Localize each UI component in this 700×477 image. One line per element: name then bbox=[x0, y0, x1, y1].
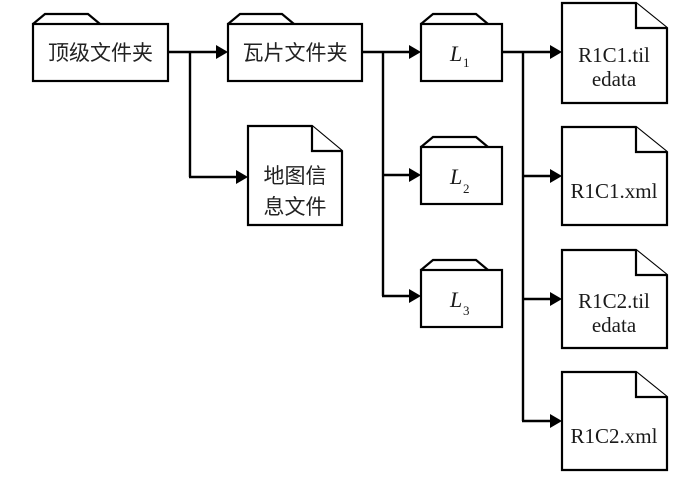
arrowhead-r1c2-tiledata bbox=[550, 292, 562, 306]
node-level-2-folder[interactable]: L 2 bbox=[419, 135, 504, 206]
arrowhead-r1c1-tiledata bbox=[550, 45, 562, 59]
node-label-line-1: 地图信 bbox=[264, 164, 327, 188]
node-level-3-folder[interactable]: L 3 bbox=[419, 258, 504, 329]
folder-body bbox=[419, 145, 504, 206]
node-r1c2-tiledata-file[interactable]: R1C2.til edata bbox=[560, 248, 669, 350]
level-var: L bbox=[449, 164, 462, 189]
arrowhead-tile-folder bbox=[216, 45, 228, 59]
file-fold bbox=[634, 127, 667, 154]
level-var: L bbox=[449, 287, 462, 312]
level-subscript: 2 bbox=[463, 181, 470, 196]
level-var: L bbox=[449, 41, 462, 66]
arrowhead-l1 bbox=[409, 45, 421, 59]
arrowhead-r1c2-xml bbox=[550, 414, 562, 428]
node-tile-folder[interactable]: 瓦片文件夹 bbox=[226, 12, 364, 83]
node-label: R1C1.xml bbox=[571, 179, 658, 203]
node-level-1-folder[interactable]: L 1 bbox=[419, 12, 504, 83]
file-fold bbox=[634, 250, 667, 277]
node-r1c1-xml-file[interactable]: R1C1.xml bbox=[560, 125, 669, 227]
folder-icon bbox=[420, 258, 489, 271]
folder-body bbox=[226, 22, 364, 83]
file-fold bbox=[634, 3, 667, 30]
node-r1c1-tiledata-file[interactable]: R1C1.til edata bbox=[560, 1, 669, 105]
folder-icon bbox=[227, 12, 295, 25]
level-subscript: 3 bbox=[463, 303, 470, 318]
arrowhead-l2 bbox=[409, 168, 421, 182]
arrowhead-r1c1-xml bbox=[550, 169, 562, 183]
node-map-info-file[interactable]: 地图信 息文件 bbox=[246, 124, 344, 227]
node-r1c2-xml-file[interactable]: R1C2.xml bbox=[560, 370, 669, 472]
node-label-line-2: edata bbox=[592, 67, 637, 91]
folder-icon bbox=[420, 135, 489, 148]
node-label: 顶级文件夹 bbox=[48, 41, 153, 65]
file-fold bbox=[634, 372, 667, 399]
folder-body bbox=[419, 22, 504, 83]
file-fold bbox=[310, 126, 342, 153]
node-top-folder[interactable]: 顶级文件夹 bbox=[31, 12, 170, 83]
folder-body bbox=[419, 268, 504, 329]
connectors bbox=[168, 45, 562, 428]
arrowhead-l3 bbox=[409, 289, 421, 303]
level-subscript: 1 bbox=[463, 55, 470, 70]
node-label-line-2: 息文件 bbox=[264, 195, 327, 219]
node-label-line-1: R1C2.til bbox=[578, 289, 650, 313]
node-label: 瓦片文件夹 bbox=[243, 41, 348, 65]
node-label: R1C2.xml bbox=[571, 424, 658, 448]
folder-icon bbox=[32, 12, 101, 25]
node-label-line-2: edata bbox=[592, 313, 637, 337]
node-label-line-1: R1C1.til bbox=[578, 43, 650, 67]
folder-body bbox=[31, 22, 170, 83]
arrowhead-map-info bbox=[236, 170, 248, 184]
folder-icon bbox=[420, 12, 489, 25]
